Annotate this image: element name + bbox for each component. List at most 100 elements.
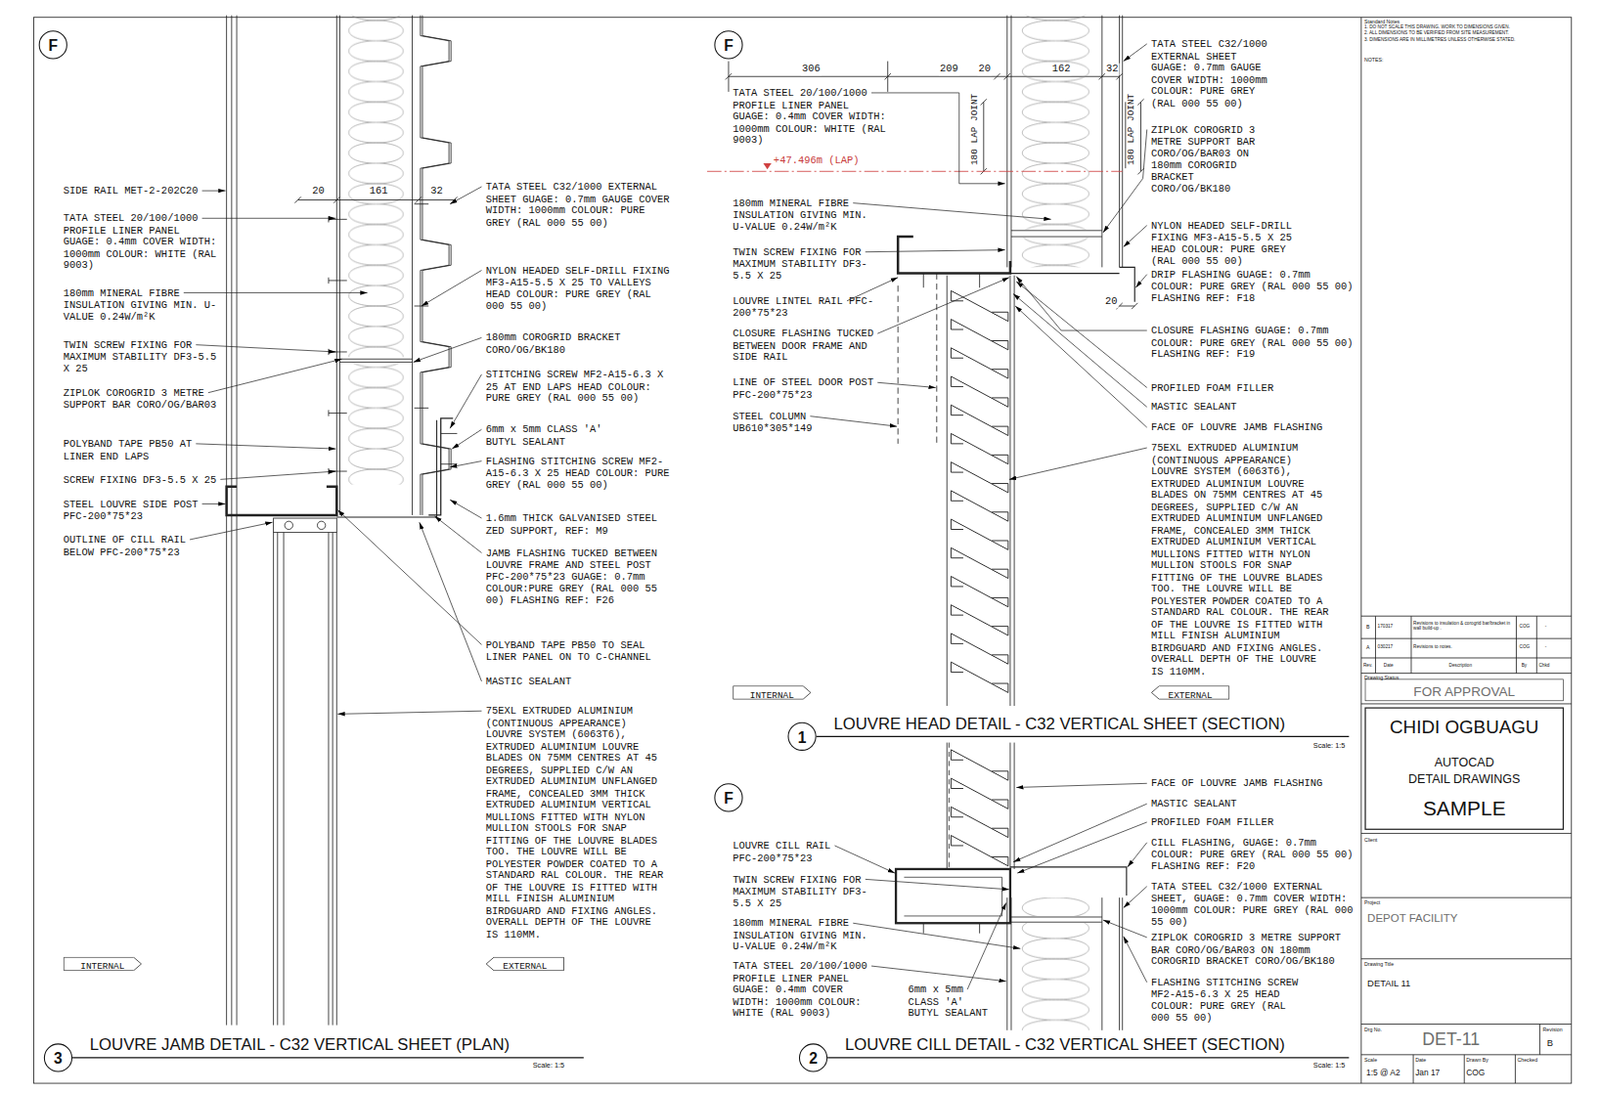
sheet-frame [1365, 679, 1563, 702]
jamb-plan-drawing [226, 487, 338, 516]
side-tag: INTERNAL [732, 685, 811, 701]
annotation-text: FLASHING STITCHING SCREW MF2-A15-6.3 X 2… [486, 455, 670, 491]
leader-line [1135, 274, 1147, 289]
annotation-text: COG [1519, 622, 1531, 629]
head-section-drawing [946, 275, 1015, 707]
callout-letter: 3 [53, 1049, 63, 1067]
annotation-text: DETAIL DRAWINGS [1408, 772, 1520, 788]
side-tag: INTERNAL [63, 957, 142, 973]
jamb-plan-drawing [226, 15, 458, 1026]
annotation-text: 20 [977, 63, 993, 76]
head-section-drawing [950, 547, 1008, 578]
jamb-plan-drawing [336, 420, 437, 518]
leader-line [195, 444, 336, 449]
side-label: INTERNAL [80, 962, 125, 973]
leader-line [877, 277, 1010, 334]
annotation-text: NYLON HEADED SELF-DRILL FIXING MF3-A15-5… [1151, 220, 1292, 267]
annotation-text: B [1366, 622, 1370, 629]
head-section-drawing [950, 404, 1008, 436]
jamb-plan-drawing [420, 15, 449, 516]
leader-line [1103, 130, 1148, 233]
title-underline [827, 1057, 1349, 1059]
annotation-text: Revisions to insulation & corogrid bar/b… [1413, 620, 1513, 631]
leader-line [871, 92, 1006, 184]
annotation-text: 1:5 @ A2 [1366, 1067, 1400, 1078]
annotation-text: TWIN SCREW FIXING FOR MAXIMUM STABILITY … [732, 246, 874, 282]
annotation-text: 162 [1051, 63, 1072, 76]
annotation-text: Standard Notes [1364, 18, 1400, 25]
callout-letter: F [723, 789, 734, 807]
leader-line [877, 382, 935, 388]
head-section-drawing [980, 98, 1145, 175]
leader-line [189, 522, 273, 540]
head-section-drawing [1011, 237, 1101, 267]
annotation-text: 030217 [1377, 643, 1394, 650]
annotation-text: COG [1519, 643, 1531, 650]
annotation-text: COG [1466, 1067, 1485, 1078]
head-section-drawing [950, 348, 1008, 379]
leader-line [1017, 822, 1148, 874]
cill-section-drawing [950, 836, 1008, 867]
annotation-text: ZIPLOK COROGRID 3 METRE SUPPORT BAR CORO… [1151, 124, 1268, 195]
annotation-text: STEEL LOUVRE SIDE POST PFC-200*75*23 [63, 498, 218, 523]
annotation-text: FACE OF LOUVRE JAMB FLASHING [1151, 422, 1323, 435]
jamb-plan-drawing [339, 15, 412, 358]
leader-line [202, 218, 337, 220]
annotation-text: 180mm MINERAL FIBRE INSULATION GIVING MI… [63, 287, 218, 323]
annotation-text: 6mm x 5mm CLASS 'A' BUTYL SEALANT [486, 424, 622, 448]
callout-circle: 1 [787, 722, 816, 752]
annotation-text: Client [1364, 837, 1378, 844]
jamb-plan-drawing [295, 196, 458, 203]
callout-letter: 1 [798, 727, 807, 746]
leader-line [1016, 783, 1148, 788]
jamb-plan-drawing [284, 521, 293, 530]
annotation-text: - [1545, 622, 1548, 629]
annotation-text: POLYBAND TAPE PB50 TO SEAL LINER PANEL O… [486, 639, 670, 664]
leader-line [449, 499, 482, 519]
annotation-text: Scale: 1:5 [533, 1062, 565, 1071]
annotation-text: Checked [1516, 1057, 1538, 1064]
sheet-frame [1360, 17, 1362, 1084]
leader-line [809, 416, 897, 427]
annotation-text: B [1547, 1038, 1554, 1050]
annotation-text: By [1521, 663, 1527, 669]
title-underline [816, 736, 1350, 738]
head-section-drawing [950, 290, 1008, 321]
callout-letter: F [723, 36, 734, 54]
annotation-text: OUTLINE OF CILL RAIL BELOW PFC-200*75*23 [63, 534, 218, 559]
annotation-text: Scale: 1:5 [1313, 742, 1345, 752]
annotation-text: 75EXL EXTRUDED ALUMINIUM (CONTINUOUS APP… [1151, 443, 1330, 678]
head-section-drawing [950, 433, 1008, 464]
head-section-drawing [950, 462, 1008, 493]
head-section-drawing [950, 633, 1008, 665]
sheet-frame [33, 17, 1571, 1084]
jamb-plan-drawing [273, 533, 338, 1026]
callout-circle: 2 [799, 1043, 828, 1072]
cill-section-drawing [1010, 867, 1127, 896]
head-section-drawing [707, 15, 1145, 707]
jamb-plan-drawing [226, 15, 237, 1026]
leader-line [413, 337, 483, 362]
annotation-text: Date [1415, 1057, 1426, 1064]
callout-circle: 3 [44, 1043, 73, 1072]
cill-section-drawing [1011, 923, 1101, 1031]
annotation-text: NOTES: [1364, 55, 1383, 62]
jamb-plan-drawing [336, 15, 412, 516]
cill-section-drawing [923, 923, 979, 934]
annotation-text: 209 [938, 63, 960, 76]
annotation-text: Rev. [1363, 663, 1373, 669]
jamb-plan-drawing [328, 204, 457, 475]
annotation-text: 306 [800, 63, 822, 76]
leader-line [1123, 887, 1148, 909]
annotation-text: Drg No. [1364, 1026, 1382, 1033]
annotation-text: SIDE RAIL MET-2-202C20 [63, 185, 199, 198]
jamb-plan-drawing [273, 518, 338, 534]
annotation-text: LOUVRE LINTEL RAIL PFC-200*75*23 [732, 296, 874, 320]
leader-line [967, 902, 1007, 990]
leader-line [183, 44, 1148, 990]
cill-section-drawing [1011, 897, 1101, 917]
annotation-text: MASTIC SEALANT [1151, 401, 1238, 414]
annotation-text: FLASHING STITCHING SCREW MF2-A15-6.3 X 2… [1151, 977, 1298, 1025]
annotation-text: TATA STEEL C32/1000 EXTERNAL SHEET GUAGE… [486, 181, 670, 229]
